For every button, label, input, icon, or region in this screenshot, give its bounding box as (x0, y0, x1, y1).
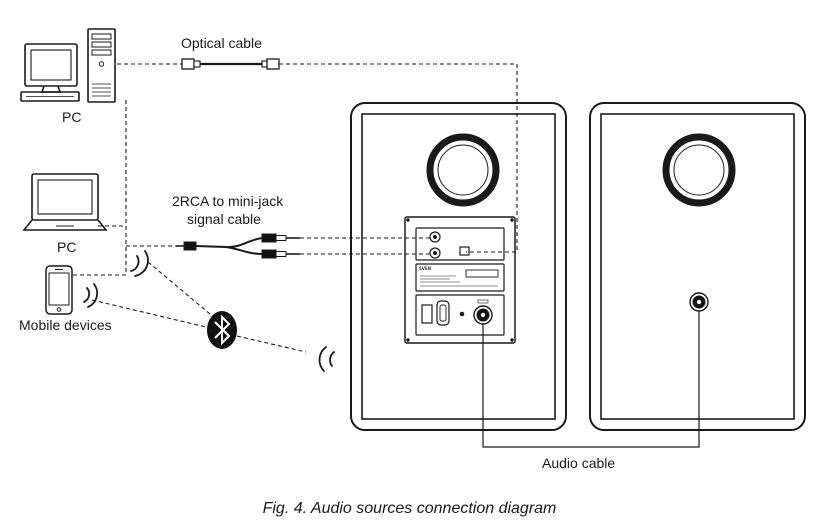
rca-jack-icon (429, 231, 441, 243)
desktop-pc-icon (20, 28, 116, 103)
audio-cable-label: Audio cable (542, 455, 616, 471)
dashed-connection-lines (72, 63, 518, 353)
left-speaker (350, 102, 567, 431)
wireless-signal-icon-phone (83, 283, 99, 308)
power-socket-icon (436, 300, 450, 326)
power-switch-icon (421, 304, 433, 324)
mobile-devices-label: Mobile devices (19, 317, 112, 333)
right-speaker (589, 102, 806, 431)
wireless-signal-icon-speaker (318, 346, 335, 372)
laptop-icon (22, 173, 108, 231)
rca-cable-label-line1: 2RCA to mini-jack (172, 193, 284, 209)
speaker-back-panel (404, 216, 516, 344)
smartphone-icon (45, 265, 73, 315)
pc-desktop-label: PC (62, 109, 82, 125)
optical-cable-label: Optical cable (181, 35, 262, 51)
optical-cable (181, 58, 280, 70)
optical-input-icon (459, 246, 470, 256)
audio-cable (482, 311, 700, 448)
wireless-signal-icon-laptop (130, 250, 149, 277)
bluetooth-icon (207, 311, 237, 349)
figure-caption: Fig. 4. Audio sources connection diagram (262, 500, 557, 517)
pc-laptop-label: PC (57, 239, 77, 255)
rca-minijack-cable (176, 233, 300, 259)
panel-brand-label: SVEN (419, 266, 432, 271)
rca-jack-icon (429, 247, 441, 259)
rca-cable-label-line2: signal cable (187, 211, 261, 227)
